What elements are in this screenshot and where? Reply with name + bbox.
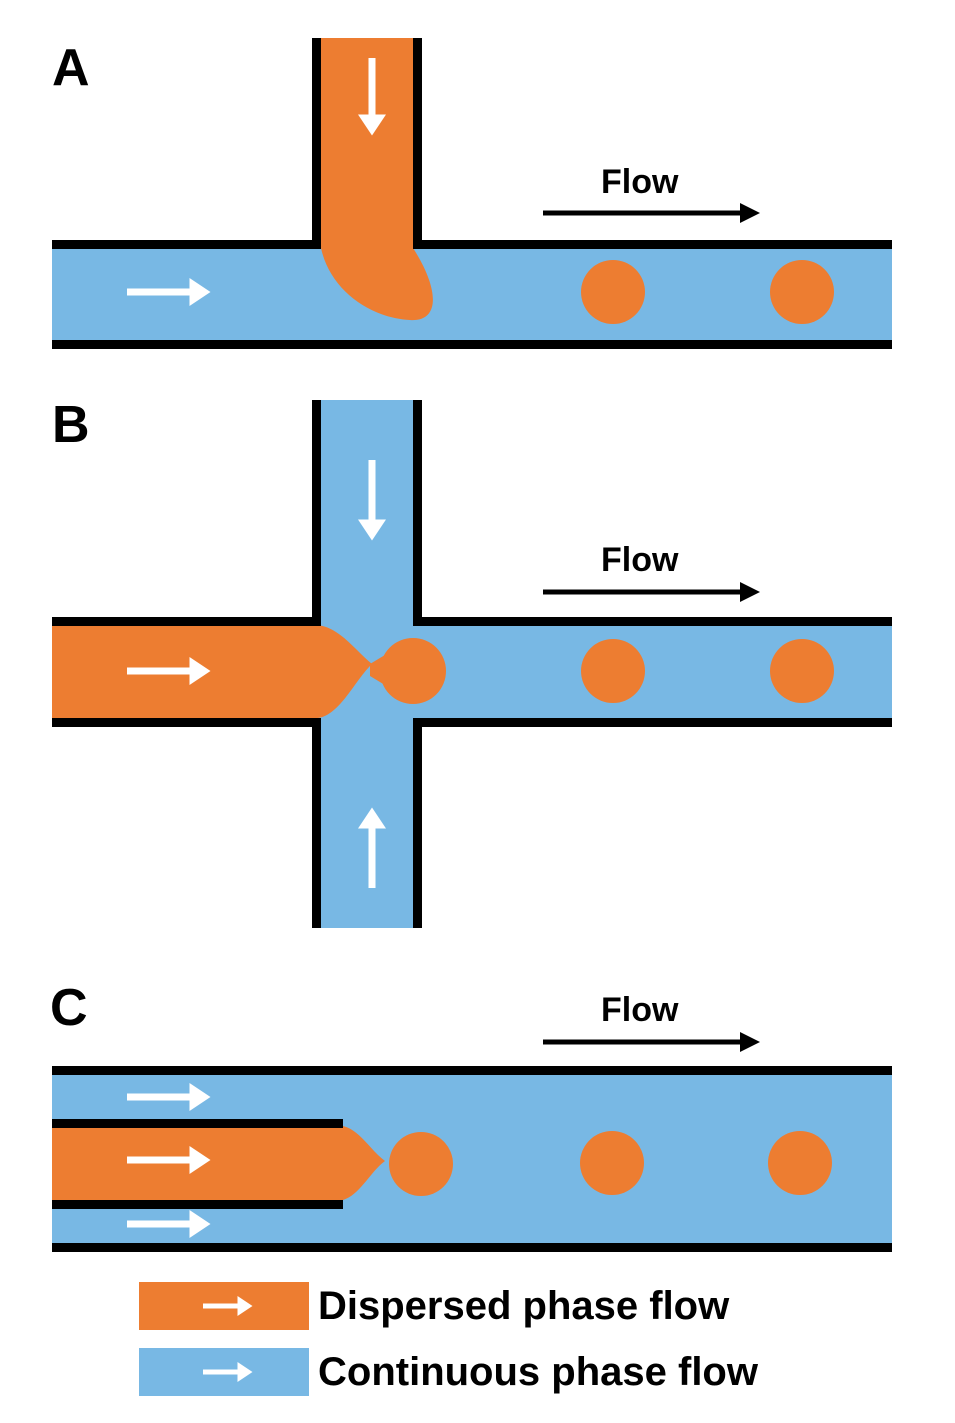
legend-label-continuous: Continuous phase flow (318, 1350, 758, 1394)
channel-wall (312, 38, 321, 249)
channel-wall (52, 617, 321, 626)
droplet (580, 1131, 644, 1195)
dispersed-inlet (321, 38, 413, 248)
panel-label-c: C (50, 979, 88, 1037)
legend (139, 1282, 309, 1396)
channel-wall (52, 1066, 892, 1075)
channel-wall (413, 240, 892, 249)
channel-wall (52, 718, 321, 727)
channel-wall (413, 718, 422, 928)
channel-wall (52, 240, 321, 249)
panel-c: C Flow (50, 979, 892, 1252)
droplet (581, 260, 645, 324)
flow-label: Flow (601, 541, 679, 579)
channel-wall (312, 718, 321, 928)
panel-b: B Flow (52, 396, 892, 928)
droplet (768, 1131, 832, 1195)
channel-wall (312, 400, 321, 626)
droplet (770, 260, 834, 324)
droplet (770, 639, 834, 703)
panel-label-a: A (52, 39, 90, 97)
flow-label: Flow (601, 991, 679, 1029)
channel-wall (413, 400, 422, 626)
channel-wall (413, 38, 422, 249)
panel-a: A Flow (52, 38, 892, 349)
droplet (581, 639, 645, 703)
channel-wall (413, 617, 892, 626)
legend-label-dispersed: Dispersed phase flow (318, 1284, 730, 1328)
capillary-wall (52, 1119, 343, 1128)
dispersed-thread (52, 1126, 385, 1200)
flow-label: Flow (601, 163, 679, 201)
channel-wall (52, 1243, 892, 1252)
panel-label-b: B (52, 396, 90, 454)
droplet-neck (370, 655, 385, 685)
channel-wall (52, 340, 892, 349)
forming-droplet (321, 248, 433, 321)
capillary-wall (52, 1200, 343, 1209)
channel-wall (413, 718, 892, 727)
forming-droplet (389, 1132, 453, 1196)
forming-droplet (380, 638, 446, 704)
dispersed-thread (52, 625, 372, 718)
